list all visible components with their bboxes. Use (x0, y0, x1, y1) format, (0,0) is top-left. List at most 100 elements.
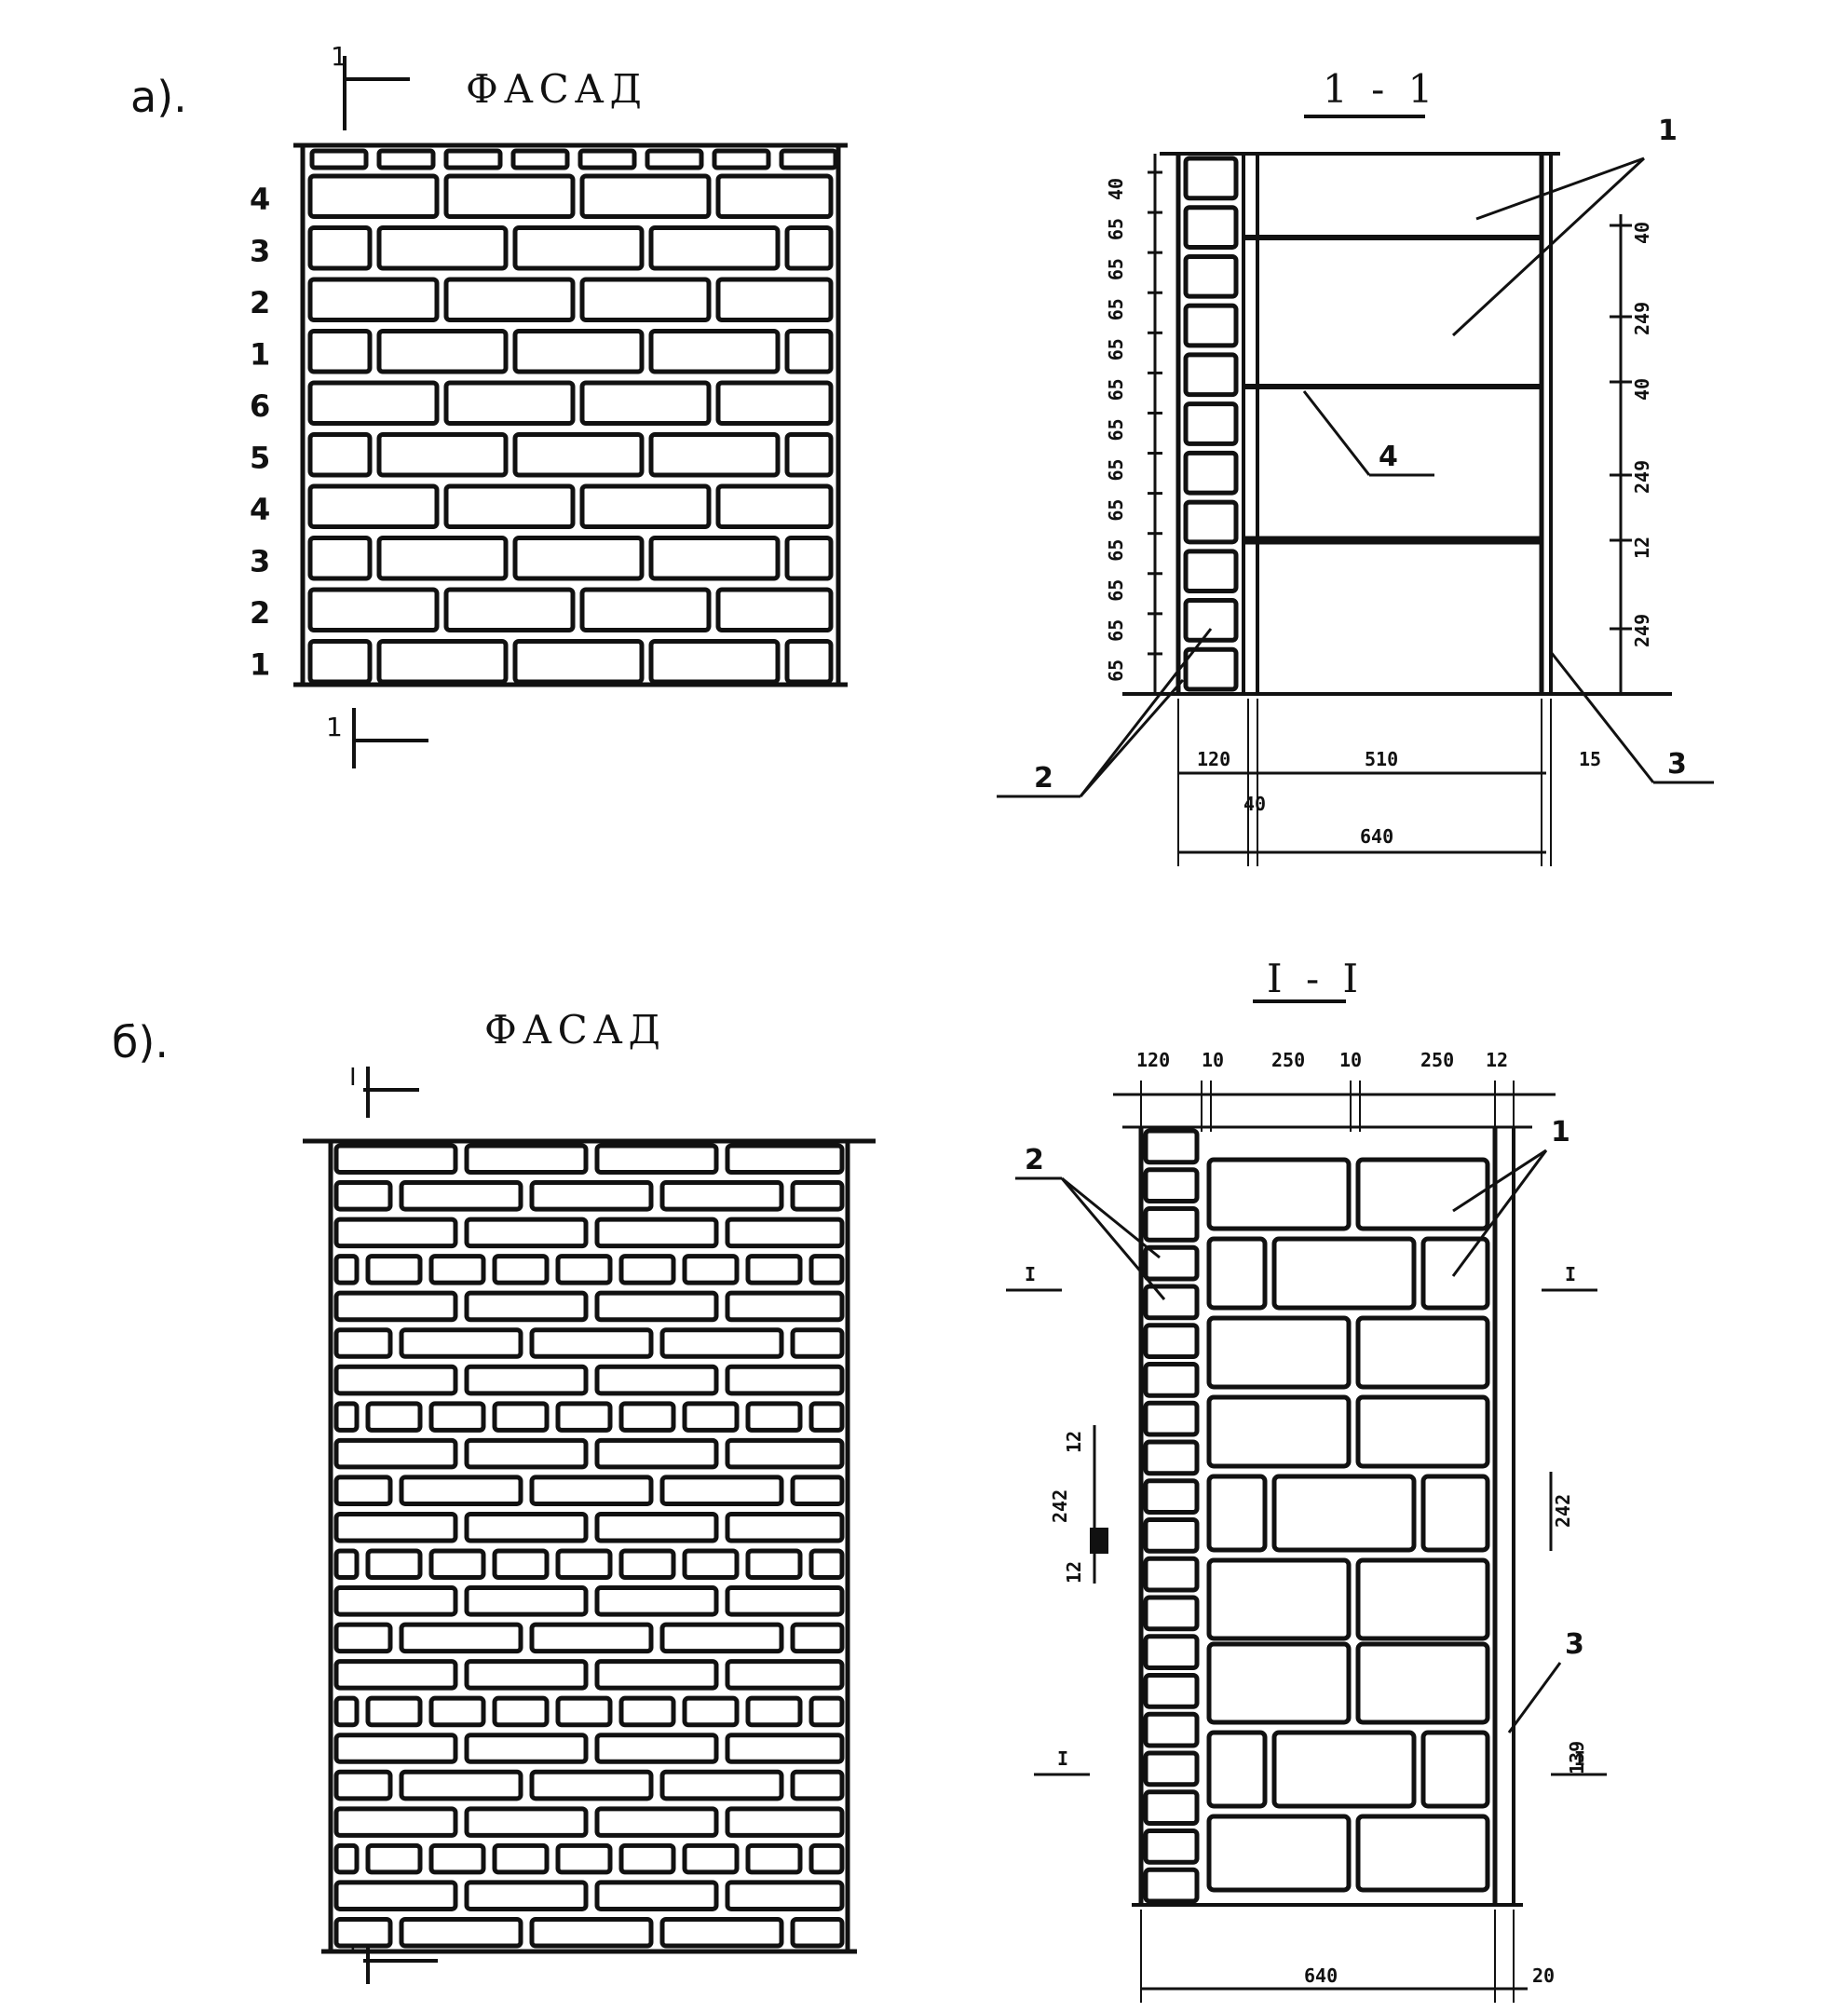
brick (790, 1916, 845, 1949)
brick (333, 1437, 458, 1470)
brick (555, 1254, 613, 1285)
left-dim-value: 65 (1105, 338, 1127, 360)
brick (376, 536, 509, 581)
course-number: 1 (250, 337, 270, 373)
brick (333, 1622, 393, 1654)
brick (715, 277, 834, 322)
brick (648, 536, 781, 581)
brick (309, 148, 369, 170)
callout-2: 2 (1025, 1144, 1044, 1176)
brick (399, 1769, 523, 1801)
top-dim-value: 120 (1136, 1049, 1170, 1071)
leader-3 (1549, 651, 1655, 783)
section-brick (1143, 1167, 1200, 1203)
leader-2b (1079, 679, 1185, 797)
dim-brick-width: 120 (1197, 748, 1230, 770)
section-brick (1143, 1595, 1200, 1632)
brick (579, 380, 712, 426)
left-dim-value: 12 (1063, 1561, 1085, 1584)
brick (618, 1254, 676, 1285)
brick (492, 1695, 550, 1728)
brick (333, 1254, 360, 1285)
brick (659, 1769, 784, 1801)
brick (659, 1327, 784, 1359)
section-mark-top-b: I (349, 1064, 419, 1118)
brick (443, 277, 576, 322)
brick (333, 1880, 458, 1911)
dim-plaster-width: 20 (1532, 1964, 1555, 1987)
brick (464, 1806, 589, 1838)
brick (594, 1364, 719, 1396)
section-brick (1183, 499, 1239, 545)
callout-4: 4 (1379, 441, 1398, 473)
brick (376, 329, 509, 374)
right-dim-value: 249 (1631, 302, 1653, 335)
brick (512, 329, 645, 374)
brick (745, 1254, 803, 1285)
brick (464, 1290, 589, 1323)
brick (492, 1548, 550, 1581)
leader-2a (1079, 628, 1213, 797)
brick (594, 1217, 719, 1249)
brick (808, 1401, 845, 1433)
svg-text:1: 1 (331, 41, 347, 72)
dim-air-gap: 40 (1243, 793, 1266, 815)
brick (659, 1622, 784, 1654)
dim-total-width: 640 (1304, 1964, 1338, 1987)
course-number: 1 (250, 647, 270, 683)
brick (529, 1475, 654, 1506)
left-dim-value: 65 (1105, 659, 1127, 682)
brick (307, 380, 440, 426)
course-number: 4 (250, 182, 270, 217)
section-a-title: 1 - 1 (1323, 66, 1438, 112)
brick (529, 1622, 654, 1654)
brick (745, 1695, 803, 1728)
figure-a-label: а). (130, 72, 187, 122)
brick (682, 1548, 740, 1581)
brick (464, 1511, 589, 1543)
section-brick (1183, 156, 1239, 201)
brick (618, 1548, 676, 1581)
left-dim-value: 65 (1105, 258, 1127, 280)
brick (790, 1327, 845, 1359)
figure-b: б). ФАСАД I I I - I 12010250102501212242… (112, 956, 1607, 2003)
brick (307, 432, 373, 478)
top-dim-value: 250 (1420, 1049, 1454, 1071)
brick (365, 1401, 423, 1433)
brick (555, 1401, 613, 1433)
brick (333, 1585, 458, 1617)
brick (578, 148, 637, 170)
right-dim-value: 249 (1631, 614, 1653, 647)
brick (784, 536, 834, 581)
dim-insulation-width: 510 (1365, 748, 1398, 770)
course-number: 3 (250, 544, 270, 579)
brick (512, 225, 645, 271)
brick (376, 639, 509, 685)
top-dim-value: 10 (1339, 1049, 1362, 1071)
large-block (1206, 1315, 1352, 1390)
brick (579, 173, 712, 219)
left-dim-value: 65 (1105, 499, 1127, 522)
brick (399, 1916, 523, 1949)
right-dim-value: 249 (1631, 460, 1653, 494)
brick (594, 1511, 719, 1543)
brick (659, 1180, 784, 1212)
brick (492, 1842, 550, 1875)
section-brick (1143, 1128, 1200, 1165)
brick (333, 1290, 458, 1323)
course-number: 3 (250, 234, 270, 269)
brick (784, 225, 834, 271)
brick (725, 1437, 845, 1470)
left-dim-value: 242 (1049, 1489, 1071, 1523)
brick (715, 587, 834, 632)
section-brick (1183, 352, 1239, 398)
brick (492, 1401, 550, 1433)
brick (745, 1842, 803, 1875)
brick (659, 1916, 784, 1949)
brick (464, 1659, 589, 1691)
brick (333, 1511, 458, 1543)
brick (512, 639, 645, 685)
brick (594, 1585, 719, 1617)
large-block (1355, 1814, 1490, 1893)
